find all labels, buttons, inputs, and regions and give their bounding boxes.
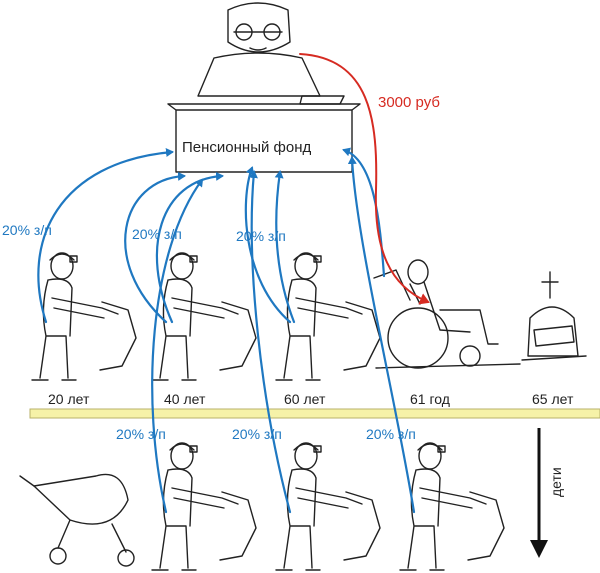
children-down-arrow bbox=[530, 428, 548, 558]
age-label-61: 61 год bbox=[410, 391, 450, 407]
contribution-label-bottom-mid: 20% з/п bbox=[232, 426, 282, 442]
age-label-65: 65 лет bbox=[532, 391, 574, 407]
contribution-arrow-age-40-a bbox=[124, 171, 186, 324]
baby-carriage bbox=[19, 473, 135, 567]
contribution-arrow-child-1 bbox=[151, 178, 204, 514]
contribution-label-top-mid: 20% з/п bbox=[132, 226, 182, 242]
age-label-40: 40 лет bbox=[164, 391, 206, 407]
worker-age-20 bbox=[31, 252, 137, 381]
contribution-arrow-age-20 bbox=[37, 148, 174, 324]
contribution-label-bottom-left: 20% з/п bbox=[116, 426, 166, 442]
contribution-label-top-left: 20% з/п bbox=[2, 222, 52, 238]
child-worker-1 bbox=[151, 442, 257, 571]
age-label-20: 20 лет bbox=[48, 391, 90, 407]
worker-age-40 bbox=[151, 252, 257, 381]
contribution-arrow-age-60-b bbox=[274, 170, 296, 324]
contribution-arrow-retiree bbox=[342, 147, 386, 278]
pension-fund-label: Пенсионный фонд bbox=[182, 139, 312, 156]
timeline-strip bbox=[29, 408, 600, 419]
age-label-60: 60 лет bbox=[284, 391, 326, 407]
tombstone bbox=[521, 271, 587, 361]
contribution-arrow-age-60-a bbox=[244, 166, 292, 324]
contribution-label-top-right: 20% з/п bbox=[236, 228, 286, 244]
child-worker-2 bbox=[275, 442, 381, 571]
payment-arrow bbox=[299, 53, 430, 305]
contribution-arrow-child-3 bbox=[347, 156, 416, 514]
payment-label: 3000 руб bbox=[378, 94, 440, 111]
children-label: дети bbox=[548, 467, 564, 497]
contribution-label-bottom-right: 20% з/п bbox=[366, 426, 416, 442]
contribution-arrow-child-2 bbox=[248, 170, 292, 514]
child-worker-3 bbox=[399, 442, 505, 571]
